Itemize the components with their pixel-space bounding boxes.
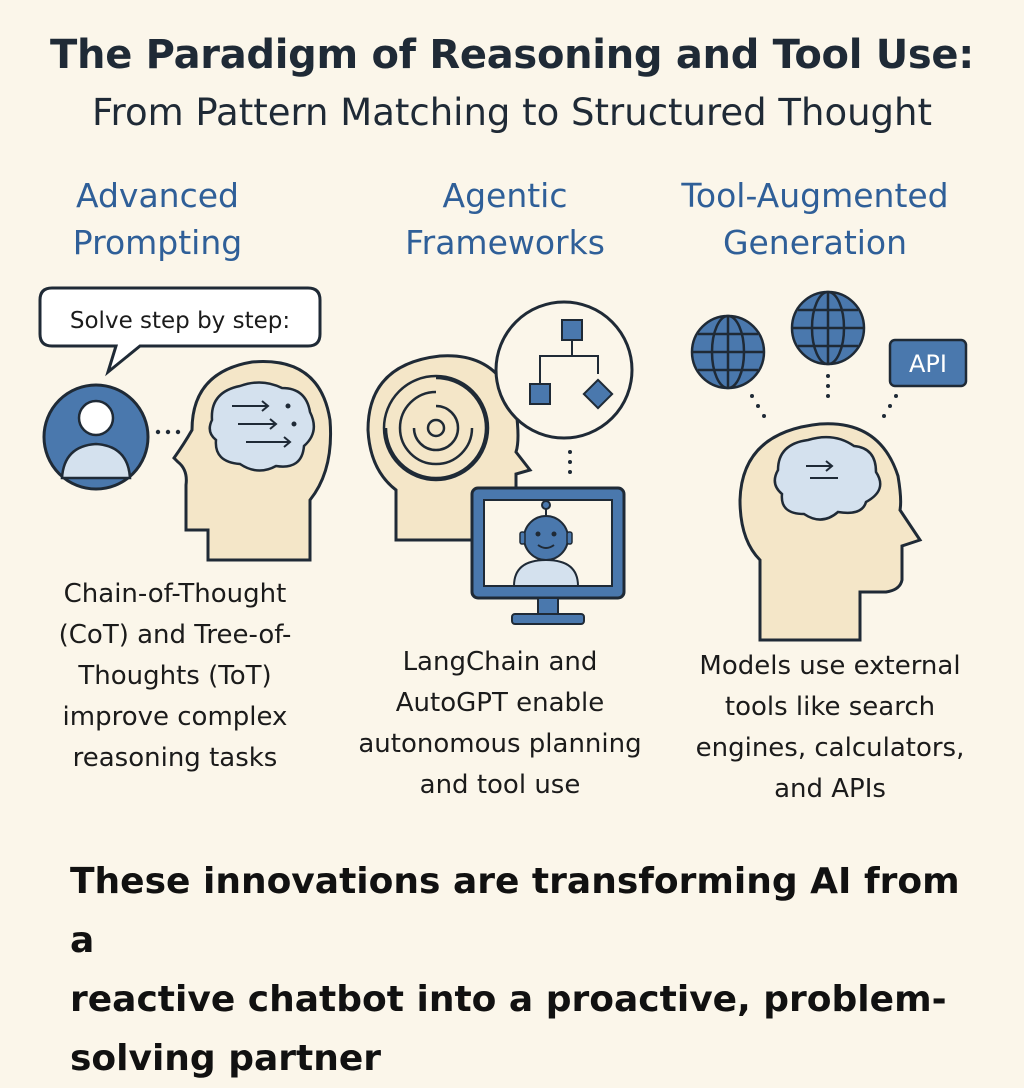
description-line: Models use external [699, 651, 961, 681]
description-line: LangChain and [402, 647, 598, 677]
description-line: Thoughts (ToT) [78, 661, 272, 691]
api-badge-icon: API [888, 338, 968, 388]
description-line: and tool use [419, 770, 581, 800]
heading-line: Agentic [442, 176, 568, 215]
description-line: autonomous planning [358, 729, 642, 759]
tool-augmented-illustration: API [690, 290, 968, 642]
user-avatar-icon [42, 383, 150, 491]
globe-icon [690, 314, 766, 390]
globe-icon [790, 290, 866, 366]
connector-dots [750, 374, 898, 418]
connector-dots [155, 429, 181, 435]
description-line: Chain-of-Thought [63, 579, 287, 609]
heading-tool-augmented-generation: Tool-Augmented Generation [660, 172, 970, 266]
description-line: (CoT) and Tree-of- [58, 620, 292, 650]
agentic-frameworks-illustration [366, 300, 634, 625]
heading-line: Tool-Augmented [681, 176, 949, 215]
page-title: The Paradigm of Reasoning and Tool Use: [50, 32, 974, 78]
heading-advanced-prompting: Advanced Prompting [40, 172, 275, 266]
heading-line: Advanced [75, 176, 239, 215]
thought-arrows-icon [806, 460, 838, 479]
description-agentic-frameworks: LangChain and AutoGPT enable autonomous … [340, 642, 660, 806]
heading-agentic-frameworks: Agentic Frameworks [380, 172, 630, 266]
heading-line: Frameworks [405, 223, 605, 262]
summary-line: reactive chatbot into a proactive, probl… [70, 979, 947, 1020]
maze-brain-icon [382, 374, 490, 482]
speech-bubble [38, 286, 322, 377]
summary-line: These innovations are transforming AI fr… [70, 861, 960, 961]
description-advanced-prompting: Chain-of-Thought (CoT) and Tree-of- Thou… [30, 574, 320, 779]
description-line: and APIs [774, 774, 886, 804]
heading-line: Generation [722, 223, 908, 262]
monitor-robot-icon [470, 486, 626, 625]
description-line: tools like search [724, 692, 936, 722]
page-subtitle: From Pattern Matching to Structured Thou… [91, 91, 933, 134]
brain-icon [208, 381, 316, 472]
bubble-text: Solve step by step: [70, 308, 290, 334]
summary-line: solving partner [70, 1038, 382, 1079]
description-line: AutoGPT enable [395, 688, 605, 718]
description-tool-augmented: Models use external tools like search en… [670, 646, 990, 810]
description-line: reasoning tasks [72, 743, 278, 773]
thought-arrows-icon [232, 400, 297, 448]
flowchart-icon [494, 300, 634, 440]
illustrations: Solve step by step: [38, 286, 968, 642]
description-line: improve complex [62, 702, 288, 732]
heading-line: Prompting [72, 223, 243, 262]
advanced-prompting-illustration: Solve step by step: [38, 286, 333, 562]
connector-dots [568, 450, 572, 474]
summary-statement: These innovations are transforming AI fr… [70, 852, 970, 1088]
api-label: API [909, 350, 947, 378]
description-line: engines, calculators, [695, 733, 965, 763]
